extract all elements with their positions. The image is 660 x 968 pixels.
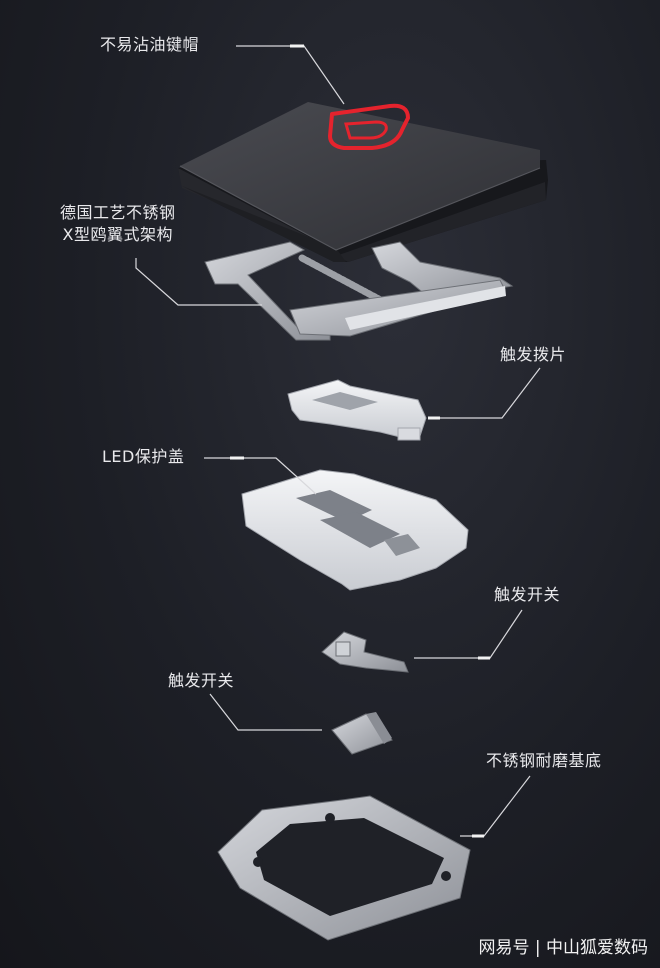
label-trigger-switch-left: 触发开关: [168, 671, 235, 690]
leader-keycap: [236, 45, 345, 105]
label-trigger-plate: 触发拨片: [500, 345, 567, 364]
label-scissor-mechanism: 德国工艺不锈钢 X型鸥翼式架构: [60, 202, 176, 246]
leader-endpoints: [230, 44, 490, 838]
leader-scissor: [135, 258, 262, 306]
leader-switch-left: [209, 693, 322, 731]
trigger-plate: [287, 379, 427, 441]
label-led-cover: LED保护盖: [102, 447, 185, 466]
scissor-mechanism: [204, 241, 514, 341]
keycap: [178, 102, 548, 262]
label-trigger-switch-right: 触发开关: [494, 585, 561, 604]
label-keycap: 不易沾油键帽: [100, 35, 200, 54]
label-scissor-line2: X型鸥翼式架构: [62, 225, 173, 244]
led-cover: [241, 469, 469, 591]
trigger-switch-left: [331, 712, 393, 755]
label-scissor-line1: 德国工艺不锈钢: [60, 203, 176, 222]
leader-switch-right: [414, 609, 523, 659]
leader-base: [460, 775, 531, 837]
leader-trigger-plate: [430, 367, 541, 419]
watermark: 网易号 | 中山狐爱数码: [478, 938, 648, 958]
keycap-legend: [328, 103, 410, 150]
leader-led-cover: [204, 457, 317, 495]
stainless-base: [217, 795, 471, 941]
label-stainless-base: 不锈钢耐磨基底: [486, 751, 602, 770]
trigger-switch-right: [321, 631, 409, 673]
